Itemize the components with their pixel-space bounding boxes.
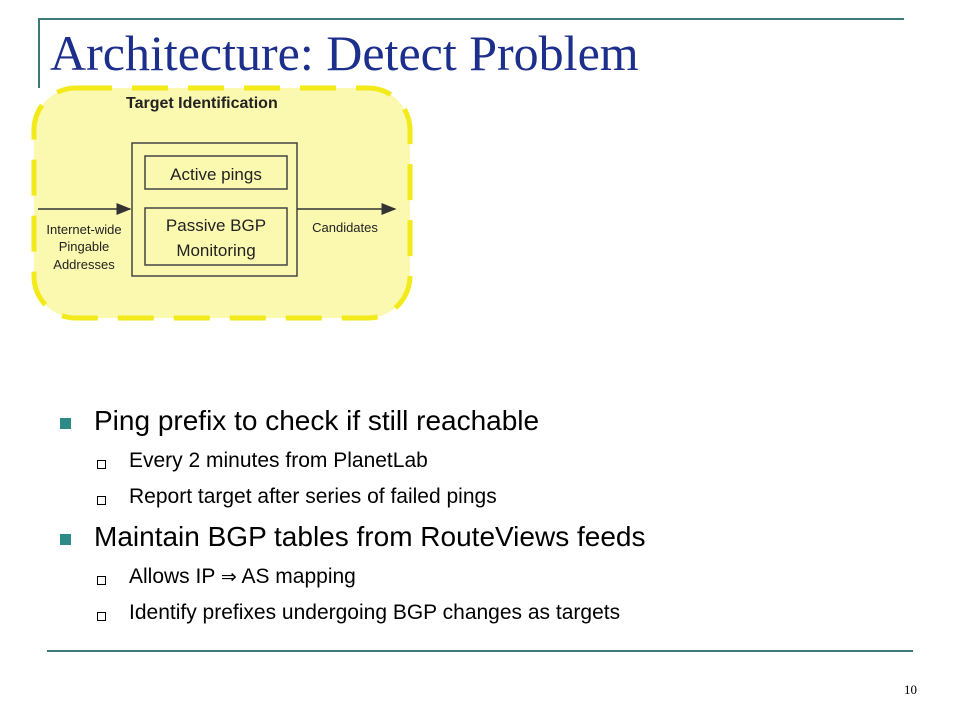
active-pings-label: Active pings [170,165,262,184]
square-bullet-icon [60,534,71,545]
bullet-item: Maintain BGP tables from RouteViews feed… [60,521,920,553]
input-label-line2: Pingable [59,239,110,254]
hollow-square-bullet-icon [97,460,106,469]
sub-bullet-text: Report target after series of failed pin… [129,485,497,508]
target-identification-diagram: Target Identification Active pings Passi… [31,85,413,321]
input-label-line3: Addresses [53,257,115,272]
hollow-square-bullet-icon [97,576,106,585]
left-rule [38,18,40,88]
highlight-region [31,85,413,321]
passive-bgp-label-line1: Passive BGP [166,216,266,235]
sub-bullet-text-before: Allows IP [129,565,215,588]
sub-bullet-item: Identify prefixes undergoing BGP changes… [60,601,920,625]
bottom-rule [47,650,913,652]
passive-bgp-label-line2: Monitoring [176,241,255,260]
output-label: Candidates [312,220,378,235]
hollow-square-bullet-icon [97,612,106,621]
bullet-list: Ping prefix to check if still reachable … [60,405,920,637]
implies-arrow-icon: ⇒ [220,566,237,588]
diagram-box-title: Target Identification [126,95,278,112]
bullet-text: Ping prefix to check if still reachable [94,405,540,436]
sub-bullet-text: Every 2 minutes from PlanetLab [129,449,428,472]
sub-bullet-item: Allows IP ⇒ AS mapping [60,565,920,589]
bullet-item: Ping prefix to check if still reachable [60,405,920,437]
square-bullet-icon [60,418,71,429]
input-label-line1: Internet-wide [46,222,121,237]
top-rule [38,18,904,20]
passive-bgp-box [144,207,288,266]
sub-bullet-item: Every 2 minutes from PlanetLab [60,449,920,473]
sub-bullet-item: Report target after series of failed pin… [60,485,920,509]
sub-bullet-text-after: AS mapping [241,565,356,588]
slide-title: Architecture: Detect Problem [50,25,639,81]
active-pings-box [144,155,288,190]
hollow-square-bullet-icon [97,496,106,505]
page-number: 10 [904,682,917,697]
sub-bullet-text: Identify prefixes undergoing BGP changes… [129,601,621,624]
bullet-text: Maintain BGP tables from RouteViews feed… [94,521,646,552]
